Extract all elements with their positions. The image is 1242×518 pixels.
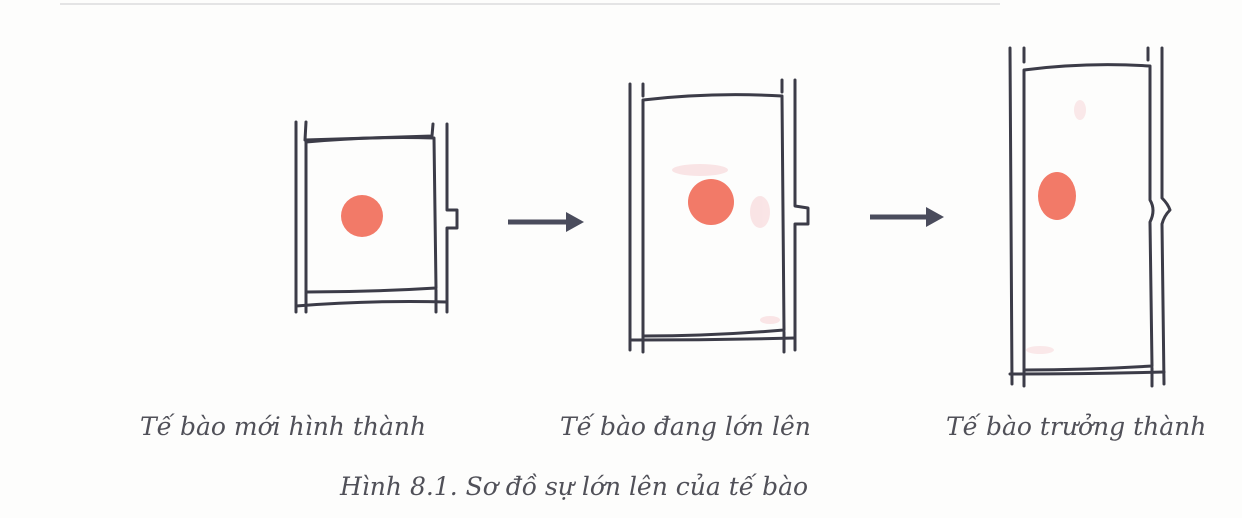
label-mature-cell: Tế bào trưởng thành <box>946 412 1206 442</box>
cell-mature <box>1010 48 1170 386</box>
label-growing-cell: Tế bào đang lớn lên <box>560 412 811 442</box>
cell-mature-wall-inner <box>1024 65 1153 370</box>
figure-caption: Hình 8.1. Sơ đồ sự lớn lên của tế bào <box>340 472 808 502</box>
nucleus-new <box>341 195 383 237</box>
arrow-2 <box>870 207 944 227</box>
nucleus-mature <box>1038 172 1076 220</box>
nucleus-growing <box>688 179 734 225</box>
cell-mature-cytoplasm-tint <box>1026 100 1086 354</box>
arrow-1 <box>508 212 584 232</box>
label-new-cell: Tế bào mới hình thành <box>140 412 426 442</box>
